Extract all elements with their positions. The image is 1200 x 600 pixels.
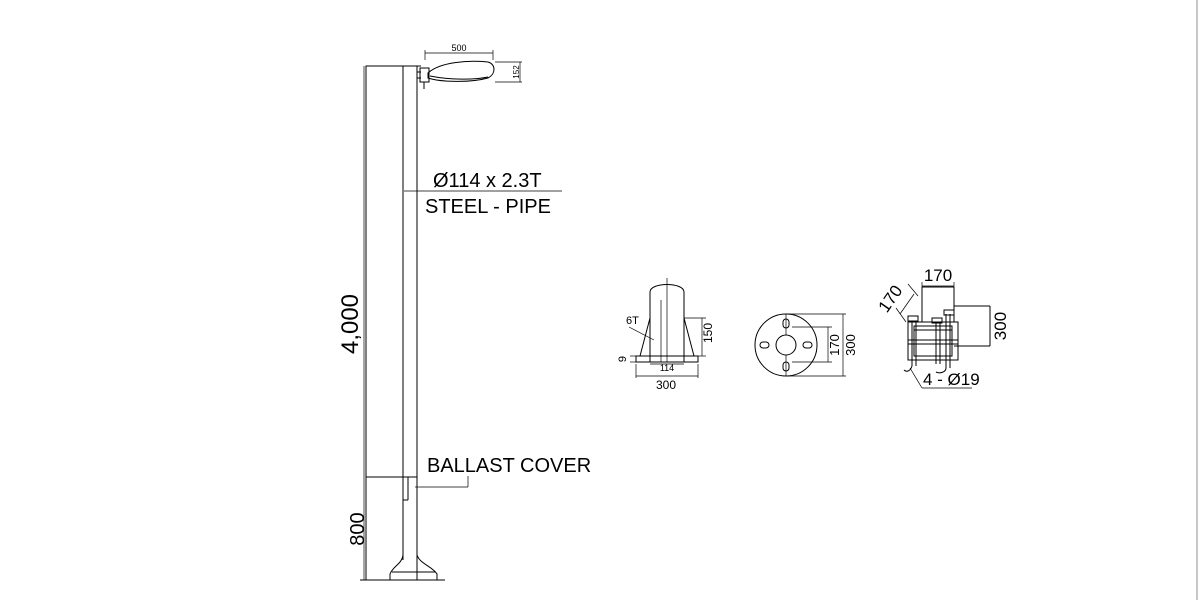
bolt-spec-label: 4 - Ø19 <box>923 370 980 389</box>
base-plate-section: 6T 9 114 300 150 <box>617 278 715 392</box>
pole-elevation: 500 152 4,000 800 Ø114 x 2.3T STEEL - PI… <box>337 43 591 581</box>
pipe-hole <box>775 334 797 356</box>
luminaire-width-dim: 500 <box>451 43 466 53</box>
ballast-cover-label: BALLAST COVER <box>427 455 591 477</box>
plate-thickness-dim: 9 <box>617 356 629 362</box>
base-plate-plan: 170 300 <box>754 313 858 377</box>
anchor-frame: 170 170 300 4 - Ø19 <box>875 266 1010 389</box>
pole-height-dim: 4,000 <box>337 294 364 354</box>
frame-height-dim: 300 <box>991 312 1010 340</box>
pipe-material-label: STEEL - PIPE <box>425 196 551 218</box>
plan-outer-dim: 300 <box>843 334 858 356</box>
pole-base <box>389 554 438 581</box>
pole-shaft <box>365 65 418 581</box>
rib-height-dim: 150 <box>701 323 715 343</box>
rib-thickness-label: 6T <box>626 315 639 327</box>
pipe-diameter-dim: 114 <box>660 363 674 373</box>
base-plate <box>635 355 699 363</box>
luminaire-height-dim: 152 <box>512 65 521 79</box>
pole-base-dim: 800 <box>347 512 369 545</box>
plan-inner-dim: 170 <box>827 334 842 356</box>
frame-top-dim: 170 <box>924 266 952 285</box>
plate-width-dim: 300 <box>656 378 676 392</box>
pipe-spec-label: Ø114 x 2.3T <box>433 170 542 192</box>
luminaire: 500 152 <box>417 43 522 89</box>
frame-side-dim: 170 <box>875 282 907 316</box>
